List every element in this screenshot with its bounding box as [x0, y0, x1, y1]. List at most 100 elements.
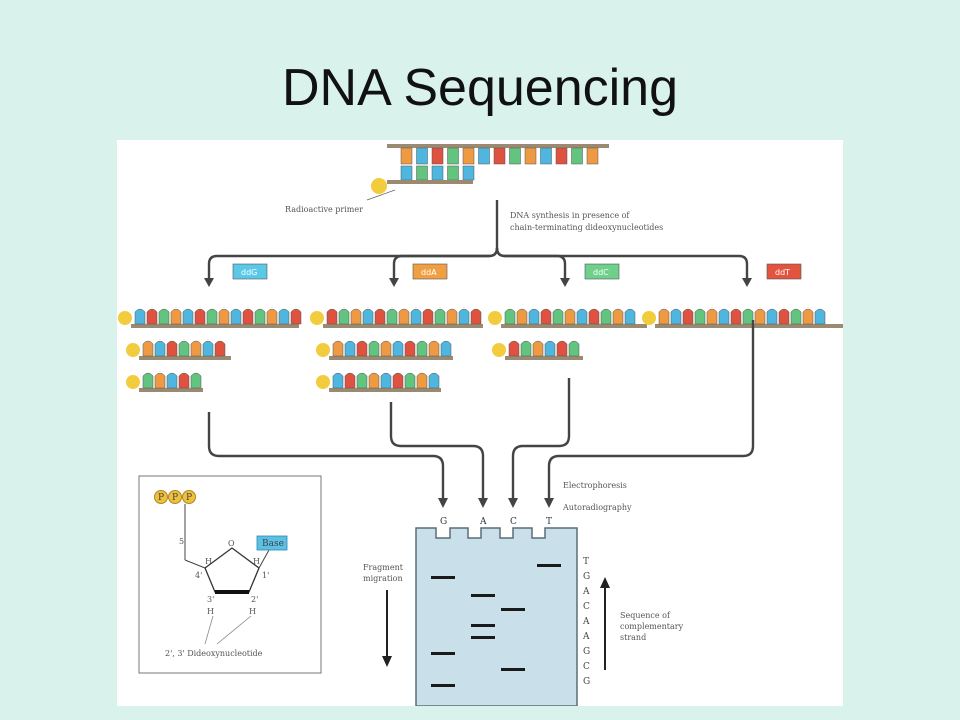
nucleotide: [670, 308, 682, 325]
phosphate-letter: P: [172, 493, 178, 503]
nucleotide: [166, 340, 178, 357]
nucleotide: [374, 308, 386, 325]
hydrogen-label: H: [253, 557, 260, 566]
gel-band: [471, 594, 495, 597]
carbon-label: 2': [251, 595, 258, 604]
sequence-letter: A: [582, 632, 590, 642]
sequence-letter: G: [583, 647, 590, 657]
dna-fragment: [488, 308, 647, 328]
gel-band: [471, 636, 495, 639]
reaction-tag-label: ddT: [775, 268, 790, 277]
nucleotide: [154, 372, 166, 389]
nucleotide: [544, 340, 556, 357]
hydrogen-label: H: [207, 607, 214, 616]
migration-arrowhead: [382, 656, 392, 667]
nucleotide: [552, 308, 564, 325]
sequence-letter: G: [583, 572, 590, 582]
nucleotide: [368, 340, 380, 357]
nucleotide: [170, 308, 182, 325]
gel-band: [537, 564, 561, 567]
sequence-letter: A: [582, 587, 590, 597]
migration-label-line2: migration: [363, 574, 403, 583]
lane-label: T: [546, 517, 552, 527]
primer-label: Radioactive primer: [285, 205, 363, 214]
gel-band: [431, 576, 455, 579]
nucleotide: [440, 340, 452, 357]
radioactive-label-icon: [316, 343, 330, 357]
carbon-label: 3': [207, 595, 214, 604]
autoradiography-label: Autoradiography: [562, 503, 632, 512]
nucleotide: [568, 340, 580, 357]
nucleotide: [344, 372, 356, 389]
nucleotide: [142, 340, 154, 357]
nucleotide: [404, 372, 416, 389]
template-base: [571, 147, 583, 165]
dideoxynucleotide-inset: P P P Base O 5' 4' 1' 3' 2' H H H H 2', …: [138, 475, 322, 674]
nucleotide: [178, 340, 190, 357]
hydrogen-label: H: [249, 607, 256, 616]
nucleotide: [612, 308, 624, 325]
nucleotide: [146, 308, 158, 325]
phosphate-letter: P: [186, 493, 192, 503]
nucleotide: [766, 308, 778, 325]
radioactive-label-icon: [488, 311, 502, 325]
hydrogen-label: H: [205, 557, 212, 566]
reaction-tag-label: ddG: [241, 268, 257, 277]
nucleotide: [190, 372, 202, 389]
template-base: [493, 147, 506, 165]
nucleotide: [190, 340, 202, 357]
gel-slab: [415, 527, 578, 706]
reaction-tag: ddG: [232, 263, 268, 280]
primer-base: [431, 165, 444, 181]
template-base: [416, 147, 428, 165]
nucleotide: [392, 340, 404, 357]
inset-frame: [138, 475, 322, 674]
sequence-label-line3: strand: [620, 633, 646, 642]
template-base: [540, 147, 552, 165]
synthesis-label-line1: DNA synthesis in presence of: [510, 211, 630, 220]
template-strand: [371, 144, 609, 194]
nucleotide: [416, 340, 428, 357]
migration-label-line1: Fragment: [363, 563, 404, 572]
dna-fragment: [126, 340, 231, 360]
bond: [184, 559, 206, 569]
template-base: [462, 147, 475, 165]
phosphate-icon: [168, 490, 182, 504]
nucleotide: [166, 372, 178, 389]
nucleotide: [564, 308, 576, 325]
branch-arrowheads: [204, 278, 752, 287]
template-base: [478, 147, 490, 165]
nucleotide: [694, 308, 706, 325]
gel-bands: [431, 564, 561, 687]
nucleotide: [600, 308, 612, 325]
nucleotide: [214, 340, 226, 357]
nucleotide: [392, 372, 404, 389]
phosphate-icon: [182, 490, 196, 504]
gel-loading-arrowheads: [438, 498, 554, 508]
nucleotide: [556, 340, 568, 357]
radioactive-label-icon: [126, 375, 140, 389]
sugar-ring: [204, 547, 260, 593]
caption-pointer: [204, 615, 214, 645]
nucleotide: [532, 340, 544, 357]
nucleotide: [658, 308, 670, 325]
nucleotide: [386, 308, 398, 325]
nucleotide: [576, 308, 588, 325]
nucleotide: [326, 308, 338, 325]
nucleotide: [380, 340, 392, 357]
gel-band: [471, 624, 495, 627]
nucleotide: [266, 308, 278, 325]
nucleotide: [718, 308, 730, 325]
nucleotide: [356, 340, 368, 357]
nucleotide: [332, 372, 344, 389]
nucleotide: [254, 308, 266, 325]
dna-fragment: [316, 372, 441, 392]
nucleotide: [338, 308, 350, 325]
electrophoresis-label: Electrophoresis: [563, 481, 627, 490]
template-base: [431, 147, 444, 165]
template-base: [555, 147, 568, 165]
nucleotide: [434, 308, 446, 325]
nucleotide: [332, 340, 344, 357]
nucleotide: [520, 340, 532, 357]
